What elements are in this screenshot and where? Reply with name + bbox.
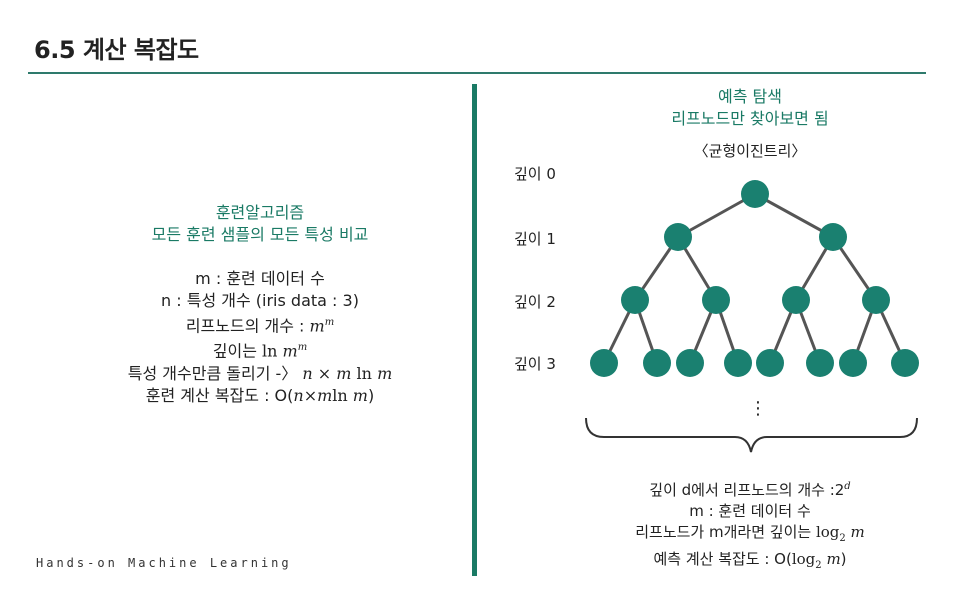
tree-edge	[753, 192, 835, 239]
slide-title: 6.5 계산 복잡도	[34, 36, 199, 64]
right-line-m: m : 훈련 데이터 수	[689, 502, 811, 520]
leaf-count-line: 리프노드의 개수 : mm	[185, 316, 335, 336]
tree-edges	[602, 192, 907, 365]
tree-edge	[676, 192, 757, 239]
depth-label-3: 깊이 3	[514, 355, 556, 373]
tree-node	[621, 286, 649, 314]
depth-label-0: 깊이 0	[514, 165, 556, 183]
ellipsis-icon: ⋮	[749, 398, 767, 419]
depth-label-1: 깊이 1	[514, 230, 556, 248]
left-heading-line2: 모든 훈련 샘플의 모든 특성 비교	[151, 225, 369, 244]
left-heading: 훈련알고리즘 모든 훈련 샘플의 모든 특성 비교	[60, 202, 460, 246]
tree-leaf	[643, 349, 671, 377]
line-m: m : 훈련 데이터 수	[195, 269, 325, 288]
tree-leaf	[756, 349, 784, 377]
log-depth-line: 리프노드가 m개라면 깊이는 log2 m	[635, 523, 865, 544]
tree-node	[702, 286, 730, 314]
tree-leaf	[590, 349, 618, 377]
tree-node	[782, 286, 810, 314]
right-body: 깊이 d에서 리프노드의 개수 :2d m : 훈련 데이터 수 리프노드가 m…	[560, 476, 940, 576]
tree-leaf	[839, 349, 867, 377]
tree-node-root	[741, 180, 769, 208]
train-complexity-line: 훈련 계산 복잡도 : O(n×mln m)	[145, 385, 375, 405]
curly-brace-icon	[585, 417, 918, 453]
right-heading-line2: 리프노드만 찾아보면 됨	[671, 109, 829, 128]
tree-leaf	[724, 349, 752, 377]
repeat-line: 특성 개수만큼 돌리기 -〉 n × m ln m	[127, 363, 393, 383]
vertical-divider	[472, 84, 477, 576]
right-heading: 예측 탐색 리프노드만 찾아보면 됨	[560, 86, 940, 130]
tree-caption: 〈균형이진트리〉	[693, 142, 807, 160]
tree-leaf	[891, 349, 919, 377]
depth-label-2: 깊이 2	[514, 293, 556, 311]
title-rule	[28, 72, 926, 74]
tree-node	[819, 223, 847, 251]
depth-line: 깊이는 ln mm	[212, 341, 308, 361]
leaf-count-depth-line: 깊이 d에서 리프노드의 개수 :2d	[649, 481, 851, 499]
tree-leaf	[806, 349, 834, 377]
left-body: m : 훈련 데이터 수 n : 특성 개수 (iris data : 3) 리…	[40, 268, 480, 407]
tree-nodes	[590, 180, 919, 377]
tree-node	[862, 286, 890, 314]
left-heading-line1: 훈련알고리즘	[215, 203, 305, 222]
footer-text: Hands-on Machine Learning	[36, 556, 292, 570]
line-n: n : 특성 개수 (iris data : 3)	[161, 291, 359, 310]
right-heading-line1: 예측 탐색	[718, 87, 782, 106]
pred-complexity-line: 예측 계산 복잡도 : O(log2 m)	[653, 550, 847, 571]
tree-leaf	[676, 349, 704, 377]
tree-node	[664, 223, 692, 251]
